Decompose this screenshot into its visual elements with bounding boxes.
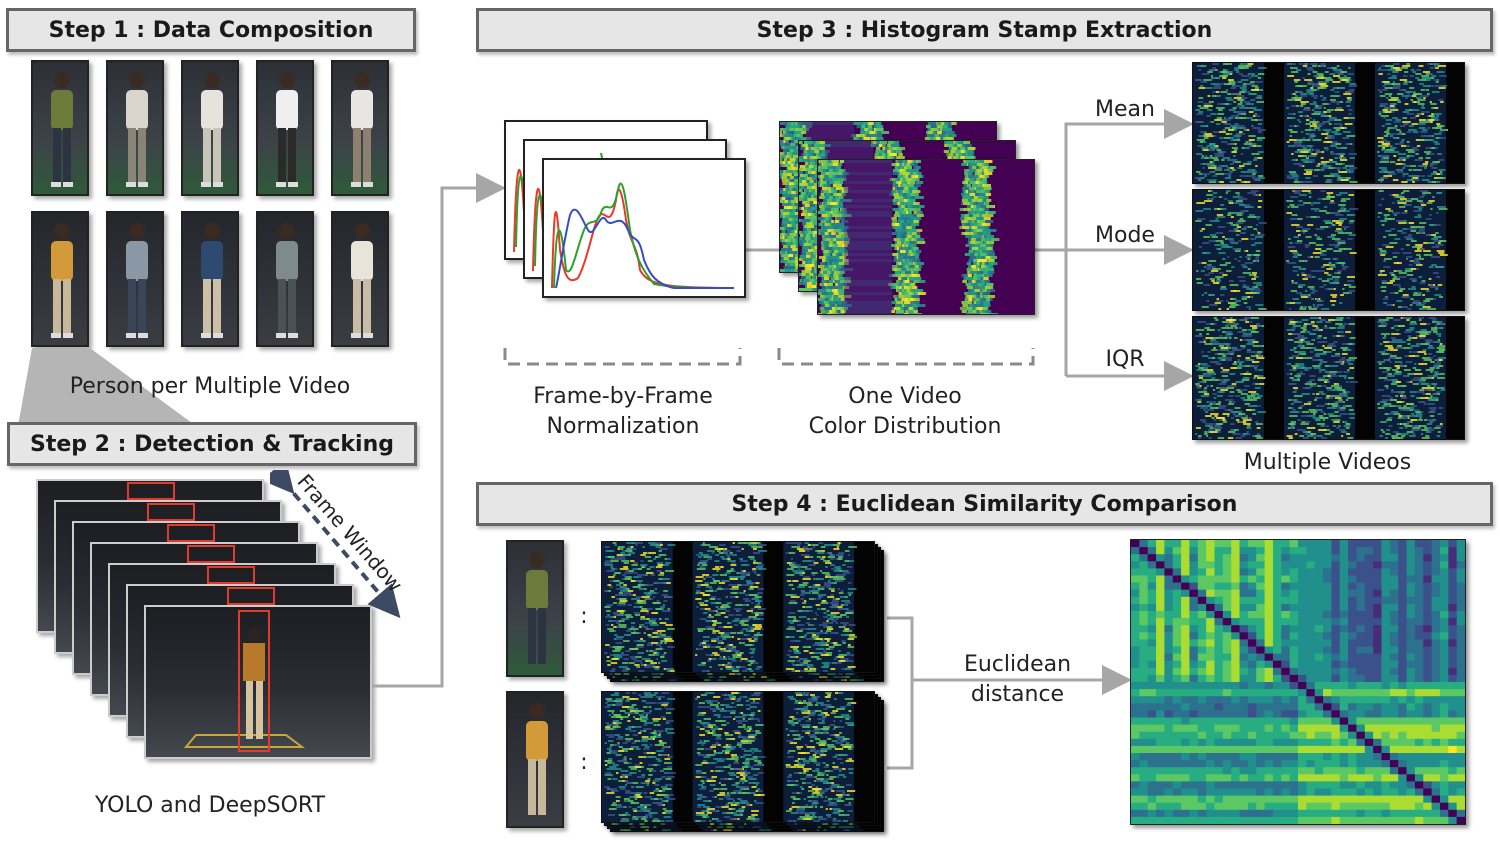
step4-header: Step 4 : Euclidean Similarity Comparison	[476, 482, 1493, 526]
video-frame-icon	[167, 524, 215, 542]
blue-channel-curve	[555, 208, 734, 289]
colon-2: :	[580, 750, 588, 775]
iqr-label: IQR	[1105, 347, 1145, 372]
step2-to-step3-arrow	[372, 173, 506, 688]
green-channel-curve	[553, 182, 735, 289]
euclid-label: Euclidean distance	[930, 650, 1105, 710]
mean-stamp	[1192, 62, 1465, 184]
funnel-connector	[18, 348, 196, 426]
frame-window-arrow	[270, 470, 401, 619]
person-photo-icon	[51, 72, 73, 187]
video-frame-icon	[127, 482, 175, 500]
person-thumbnail	[331, 211, 389, 347]
yolo-deepsort-label: YOLO and DeepSORT	[94, 793, 326, 818]
histogram-plot	[551, 182, 735, 289]
person-photo-icon	[201, 72, 223, 187]
video-frame	[144, 605, 372, 759]
step4-bracket	[887, 616, 914, 770]
person-photo-icon	[276, 223, 298, 338]
norm-brace	[503, 348, 742, 366]
person-photo-icon	[201, 223, 223, 338]
video-frame-icon	[183, 610, 305, 752]
mean-label: Mean	[1095, 97, 1155, 122]
frame-norm-line1: Frame-by-Frame	[533, 384, 713, 409]
person-photo-icon	[351, 72, 373, 187]
step3-header: Step 3 : Histogram Stamp Extraction	[476, 8, 1493, 52]
person-photo-icon	[276, 72, 298, 187]
person-thumbnail	[331, 60, 389, 196]
step4-title: Step 4 : Euclidean Similarity Comparison	[731, 491, 1238, 517]
one-video-line1: One Video	[848, 384, 962, 409]
mode-stamp	[1192, 189, 1465, 311]
one-video-label: One Video Color Distribution	[770, 382, 1040, 442]
mode-label: Mode	[1095, 223, 1155, 248]
frame-norm-label: Frame-by-Frame Normalization	[498, 382, 748, 442]
similarity-heatmap	[1131, 540, 1466, 825]
person-photo-icon	[126, 223, 148, 338]
dist-brace	[777, 348, 1035, 366]
person-thumbnail	[106, 211, 164, 347]
step4-stamp	[601, 691, 875, 823]
step2-title: Step 2 : Detection & Tracking	[29, 431, 395, 457]
frame-norm-line2: Normalization	[546, 414, 700, 439]
step2-header: Step 2 : Detection & Tracking	[7, 422, 417, 466]
euclid-line2: distance	[970, 682, 1065, 707]
similarity-matrix	[1130, 539, 1466, 825]
step4-person-thumbnail	[506, 540, 564, 677]
euclid-line1: Euclidean	[963, 652, 1072, 677]
person-thumbnail	[106, 60, 164, 196]
video-frame-icon	[147, 503, 195, 521]
step3-title: Step 3 : Histogram Stamp Extraction	[756, 17, 1213, 43]
person-photo-icon	[526, 703, 548, 815]
step4-stamp	[601, 541, 875, 673]
iqr-stamp	[1192, 316, 1465, 440]
person-thumbnail	[181, 211, 239, 347]
mean-arrow	[1064, 109, 1194, 376]
person-thumbnail	[181, 60, 239, 196]
red-channel-curve	[551, 188, 735, 289]
one-video-line2: Color Distribution	[808, 414, 1002, 439]
multiple-videos-label: Multiple Videos	[1243, 450, 1412, 475]
person-thumbnail	[31, 211, 89, 347]
person-per-video-label: Person per Multiple Video	[69, 374, 351, 399]
person-photo-icon	[126, 72, 148, 187]
person-thumbnail	[256, 60, 314, 196]
person-photo-icon	[51, 223, 73, 338]
hist-card-front	[542, 158, 746, 298]
colon-1: :	[580, 604, 588, 629]
step4-person-thumbnail	[506, 691, 564, 828]
person-thumbnail	[31, 60, 89, 196]
video-frame-icon	[187, 545, 235, 563]
person-photo-icon	[526, 552, 548, 664]
video-frame-icon	[207, 566, 255, 584]
step1-header: Step 1 : Data Composition	[6, 8, 416, 52]
person-thumbnail	[256, 211, 314, 347]
step1-title: Step 1 : Data Composition	[48, 17, 374, 43]
dist-card-front	[817, 159, 1035, 315]
person-photo-icon	[351, 223, 373, 338]
